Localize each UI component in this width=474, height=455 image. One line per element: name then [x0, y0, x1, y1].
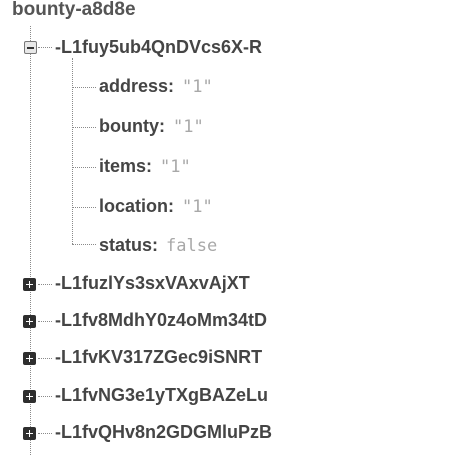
tree-branch [72, 167, 96, 168]
field-key[interactable]: address: [99, 76, 175, 96]
tree-branch [38, 321, 52, 322]
tree-branch [38, 47, 52, 48]
database-root-title[interactable]: bounty-a8d8e [12, 0, 136, 20]
field-value[interactable]: false [166, 236, 218, 256]
tree-branch [38, 433, 52, 434]
field-value[interactable]: "1" [182, 77, 213, 97]
node-key[interactable]: -L1fv8MdhY0z4oMm34tD [55, 310, 268, 330]
tree-branch [72, 244, 96, 245]
collapse-node-icon[interactable] [24, 41, 37, 54]
field-key[interactable]: bounty: [99, 116, 165, 136]
node-key[interactable]: -L1fuy5ub4QnDVcs6X-R [55, 37, 263, 57]
expand-node-icon[interactable] [23, 315, 36, 328]
tree-branch [72, 87, 96, 88]
field-key[interactable]: items: [99, 156, 153, 176]
node-key[interactable]: -L1fuzlYs3sxVAxvAjXT [55, 273, 250, 293]
field-value[interactable]: "1" [172, 117, 204, 137]
field-key[interactable]: status: [99, 235, 159, 255]
node-key[interactable]: -L1fvQHv8n2GDGMluPzB [55, 422, 273, 442]
expand-node-icon[interactable] [23, 390, 36, 403]
field-value[interactable]: "1" [182, 197, 213, 217]
field-value[interactable]: "1" [160, 157, 191, 177]
tree-branch [38, 358, 52, 359]
tree-line-root [30, 26, 31, 455]
tree-branch [72, 127, 96, 128]
tree-branch [38, 396, 52, 397]
tree-branch [72, 207, 96, 208]
expand-node-icon[interactable] [23, 352, 36, 365]
field-key[interactable]: location: [99, 196, 174, 216]
tree-line-children [72, 58, 73, 244]
expand-node-icon[interactable] [23, 427, 36, 440]
expand-node-icon[interactable] [23, 278, 36, 291]
tree-branch [38, 284, 52, 285]
node-key[interactable]: -L1fvKV317ZGec9iSNRT [55, 347, 263, 367]
node-key[interactable]: -L1fvNG3e1yTXgBAZeLu [55, 385, 269, 405]
